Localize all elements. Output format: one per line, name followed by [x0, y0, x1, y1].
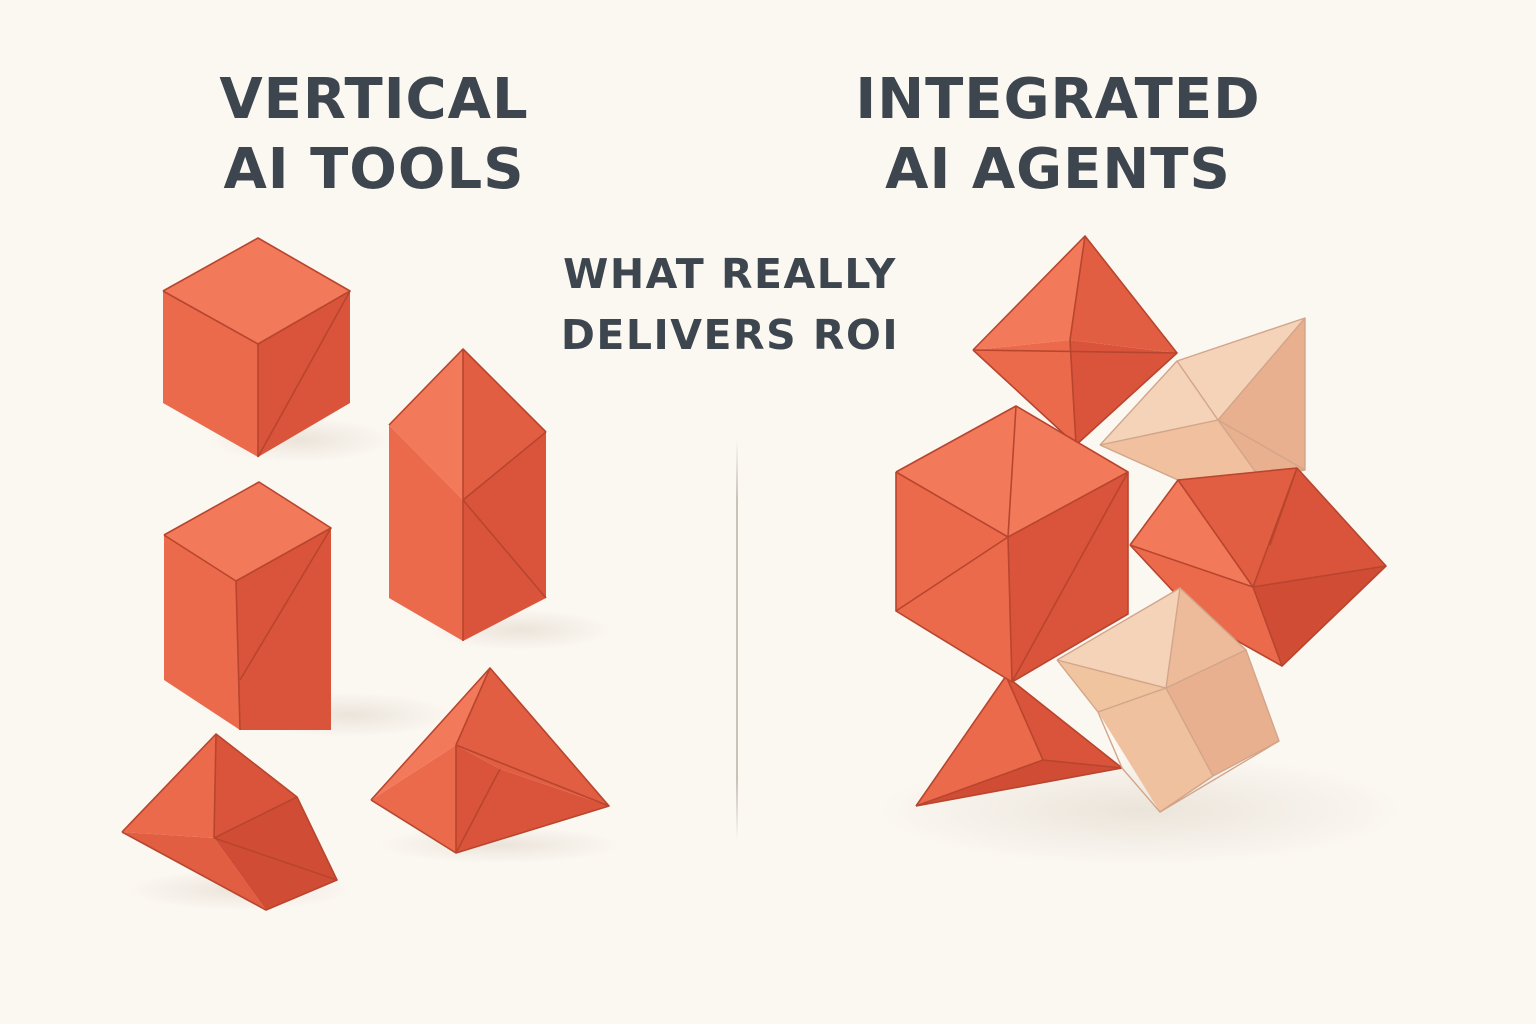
left-heading-line-2: AI TOOLS — [223, 137, 525, 202]
cluster-peach-upper-shape — [1099, 317, 1306, 481]
cluster-peach-lower-shape — [1056, 587, 1280, 813]
right-heading-line-2: AI AGENTS — [885, 137, 1231, 202]
separate-cube-shape — [162, 237, 390, 462]
center-question: WHAT REALLY DELIVERS ROI — [540, 254, 920, 376]
cluster-pyramid-bottom-shape — [915, 675, 1123, 807]
separate-tall-box-shape — [163, 481, 450, 737]
center-question-line-2: DELIVERS ROI — [560, 311, 900, 359]
integrated-agents-cluster — [880, 235, 1400, 865]
right-heading-line-1: INTEGRATED — [855, 67, 1261, 132]
separate-faceted-pyramid-shape — [370, 667, 620, 863]
center-divider — [736, 440, 738, 840]
cluster-cube-shape — [895, 405, 1129, 683]
left-heading: VERTICAL AI TOOLS — [174, 72, 574, 212]
center-question-line-1: WHAT REALLY — [563, 250, 897, 298]
separate-tools-group — [121, 237, 620, 911]
left-heading-line-1: VERTICAL — [219, 67, 529, 132]
cluster-octahedron-top-shape — [972, 235, 1178, 446]
separate-pyramid-shape — [121, 733, 350, 911]
cluster-octahedron-right-shape — [1129, 467, 1387, 667]
right-heading: INTEGRATED AI AGENTS — [848, 72, 1268, 212]
separate-spire-shape — [388, 348, 610, 650]
